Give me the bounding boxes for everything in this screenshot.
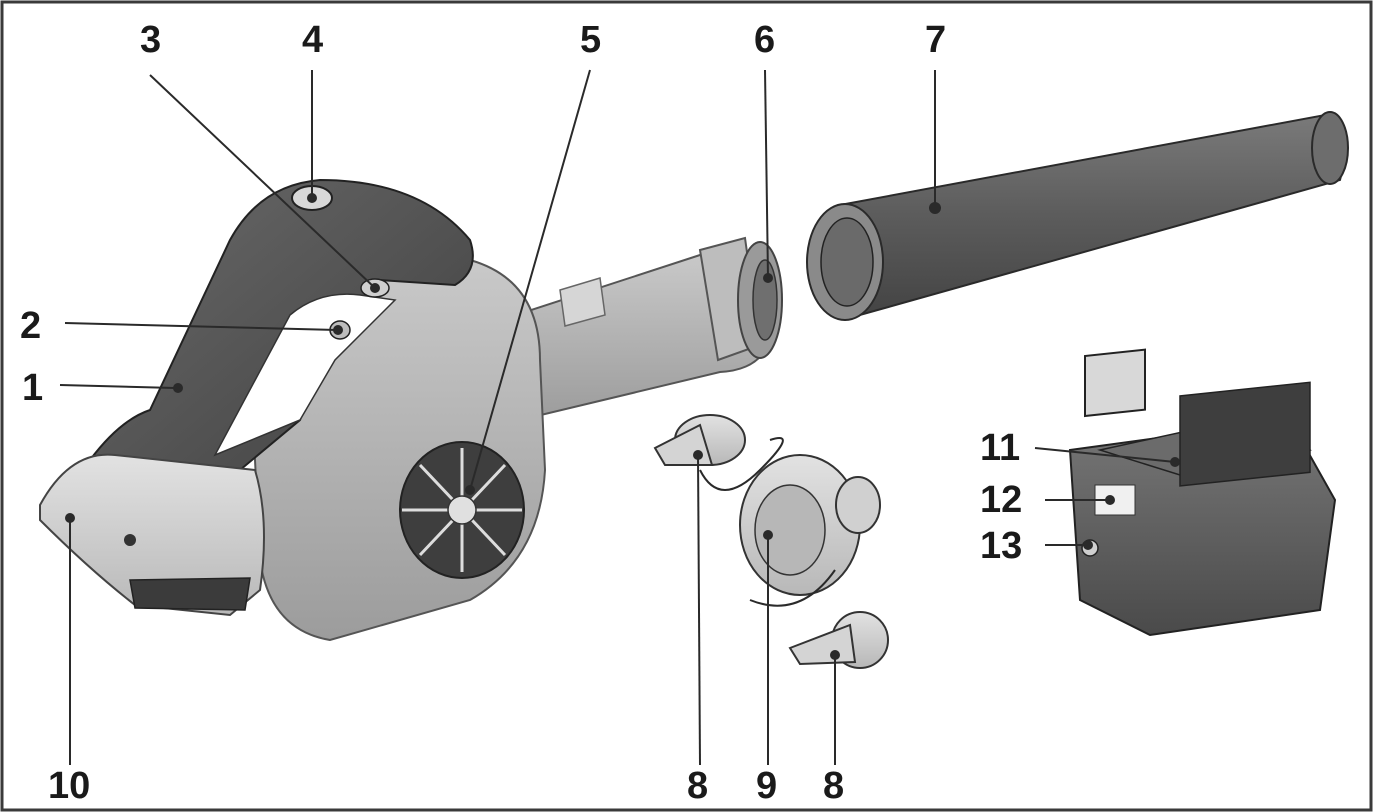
label-9: 9: [756, 765, 777, 807]
label-13: 13: [980, 525, 1022, 567]
blow-tube: [806, 111, 1349, 321]
leader-lines: [59, 69, 1180, 766]
label-10: 10: [48, 765, 90, 807]
inflation-adapters: [653, 414, 889, 669]
part-labels: 1 2 3 4 5 6 7 8 9 8 10 11 12 13: [20, 19, 1022, 807]
label-8-left: 8: [687, 765, 708, 807]
label-7: 7: [925, 19, 946, 61]
label-6: 6: [754, 19, 775, 61]
label-5: 5: [580, 19, 601, 61]
label-12: 12: [980, 479, 1022, 521]
label-3: 3: [140, 19, 161, 61]
label-8-right: 8: [823, 765, 844, 807]
label-1: 1: [22, 367, 43, 409]
label-11: 11: [980, 427, 1020, 469]
label-4: 4: [302, 19, 323, 61]
label-2: 2: [20, 305, 41, 347]
battery-pack: [1068, 348, 1337, 637]
blower-illustration: [39, 178, 783, 642]
